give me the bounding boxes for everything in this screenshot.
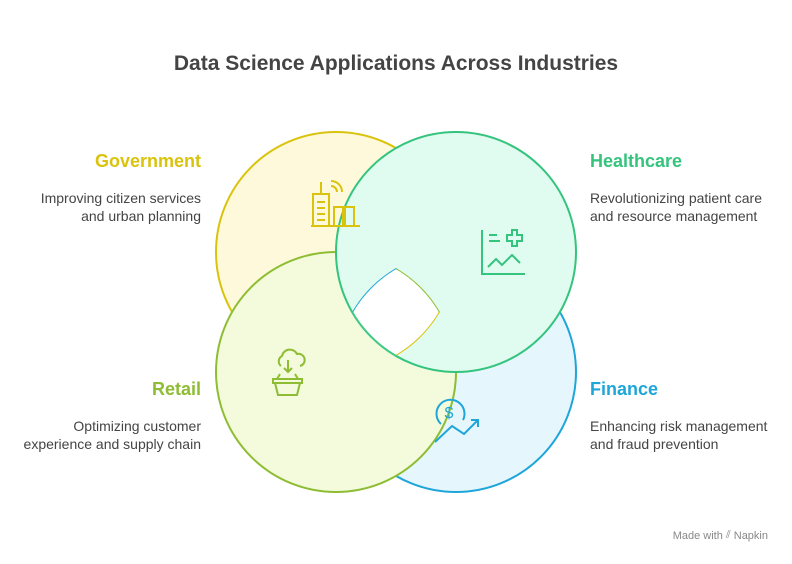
health-chart-icon bbox=[481, 229, 525, 275]
retail-label: Retail bbox=[151, 379, 201, 399]
napkin-logo-icon: ⫽ bbox=[725, 529, 731, 541]
government-label: Government bbox=[94, 151, 201, 171]
finance-label: Finance bbox=[590, 379, 659, 399]
svg-text:$: $ bbox=[445, 405, 454, 422]
cloud-basket-icon bbox=[272, 348, 306, 396]
retail-description: Optimizing customer experience and suppl… bbox=[23, 418, 201, 452]
napkin-brand-text: Napkin bbox=[733, 529, 768, 542]
made-with-napkin-badge[interactable]: Made with ⫽ Napkin bbox=[673, 529, 768, 542]
made-with-text: Made with bbox=[672, 529, 723, 542]
finance-description: Enhancing risk management and fraud prev… bbox=[590, 418, 768, 452]
healthcare-label: Healthcare bbox=[590, 151, 683, 171]
healthcare-description: Revolutionizing patient care and resourc… bbox=[590, 190, 762, 224]
smart-city-building-icon bbox=[311, 180, 360, 227]
dollar-growth-icon: $ bbox=[434, 398, 479, 443]
government-description: Improving citizen services and urban pla… bbox=[40, 190, 201, 224]
page-title: Data Science Applications Across Industr… bbox=[173, 52, 619, 75]
